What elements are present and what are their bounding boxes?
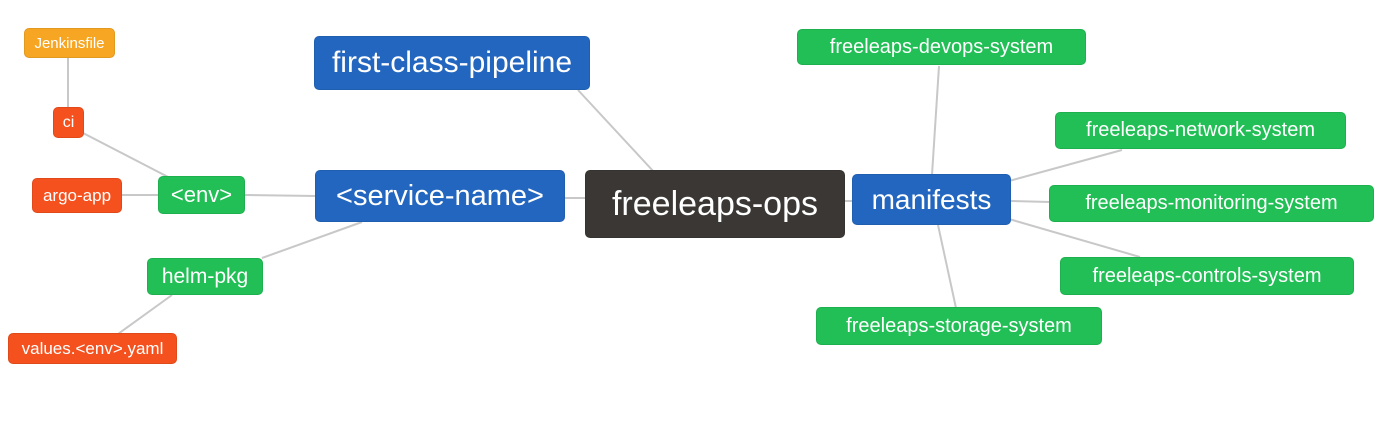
edge-ci-env xyxy=(82,132,173,180)
edge-env-service-name xyxy=(244,194,317,197)
node-manifests[interactable]: manifests xyxy=(852,174,1011,225)
node-argo-app[interactable]: argo-app xyxy=(32,178,122,213)
edge-helm-pkg-values xyxy=(117,294,173,335)
node-jenkinsfile[interactable]: Jenkinsfile xyxy=(24,28,115,58)
node-service-name[interactable]: <service-name> xyxy=(315,170,565,222)
edge-manifests-network xyxy=(1008,149,1123,182)
edge-manifests-monitoring xyxy=(1009,200,1051,203)
node-freeleaps-network-system[interactable]: freeleaps-network-system xyxy=(1055,112,1346,149)
edge-service-name-helm-pkg xyxy=(261,221,363,259)
node-helm-pkg[interactable]: helm-pkg xyxy=(147,258,263,295)
edge-manifests-storage xyxy=(937,224,957,309)
node-freeleaps-controls-system[interactable]: freeleaps-controls-system xyxy=(1060,257,1354,295)
node-freeleaps-storage-system[interactable]: freeleaps-storage-system xyxy=(816,307,1102,345)
edge-pipeline-freeleaps-ops xyxy=(577,89,655,173)
node-env[interactable]: <env> xyxy=(158,176,245,214)
node-freeleaps-monitoring-system[interactable]: freeleaps-monitoring-system xyxy=(1049,185,1374,222)
node-ci[interactable]: ci xyxy=(53,107,84,138)
node-freeleaps-devops-system[interactable]: freeleaps-devops-system xyxy=(797,29,1086,65)
node-freeleaps-ops[interactable]: freeleaps-ops xyxy=(585,170,845,238)
edge-manifests-controls xyxy=(1008,218,1141,258)
node-first-class-pipeline[interactable]: first-class-pipeline xyxy=(314,36,590,90)
node-values-env-yaml[interactable]: values.<env>.yaml xyxy=(8,333,177,364)
edge-manifests-devops xyxy=(931,65,940,176)
